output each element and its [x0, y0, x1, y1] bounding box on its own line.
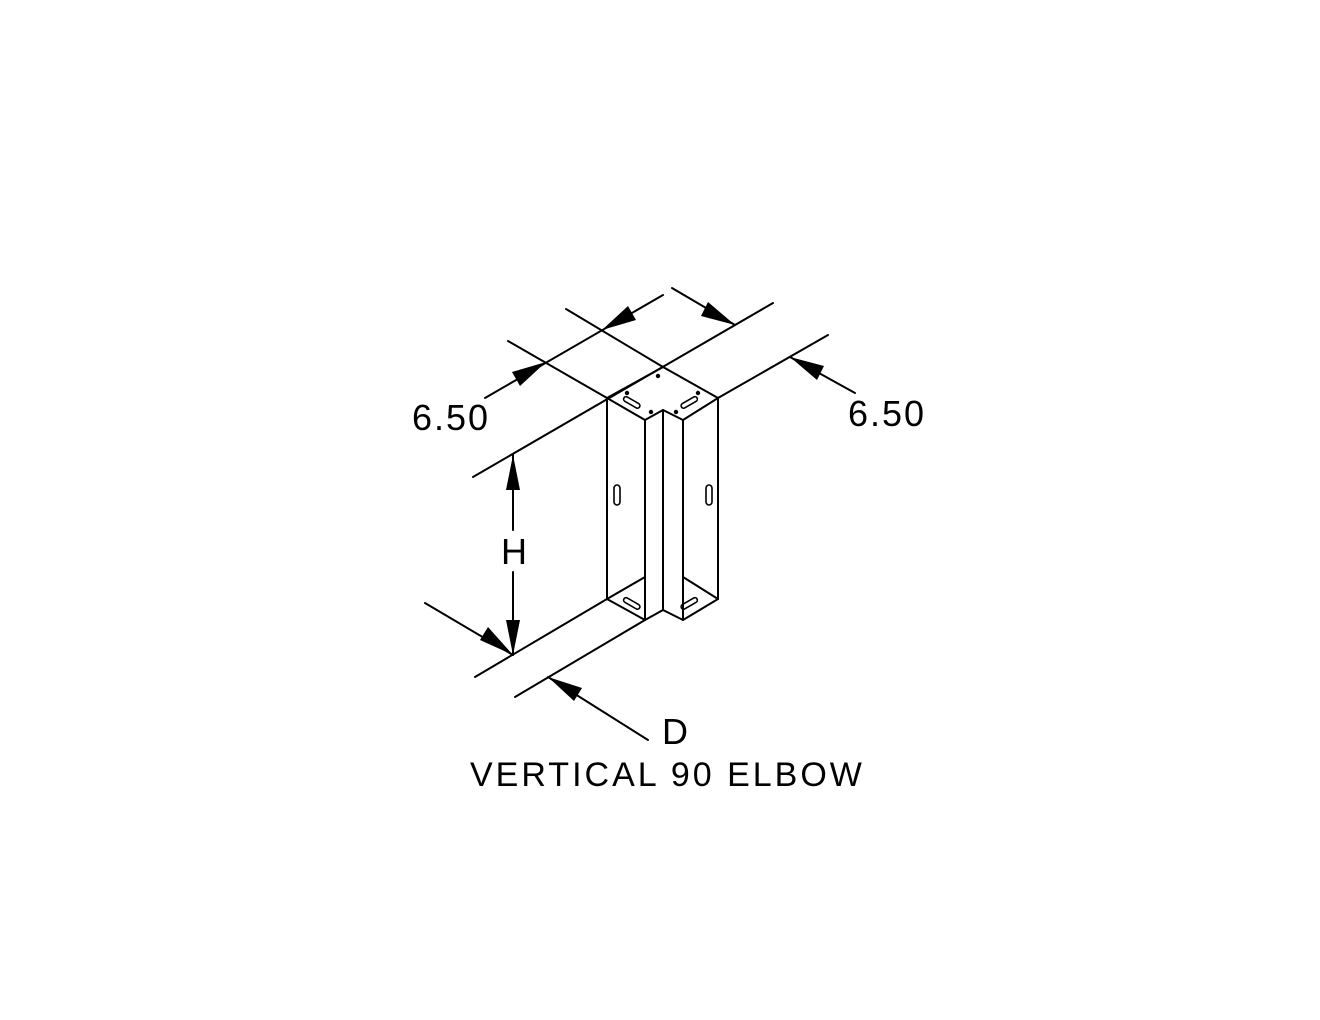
extension-lines	[472, 302, 829, 698]
depth-label: D	[662, 711, 690, 752]
left-width-label: 6.50	[412, 397, 490, 438]
dimension-height	[424, 454, 520, 656]
dimension-left-width	[484, 294, 664, 399]
dimension-depth	[547, 676, 649, 741]
right-width-label: 6.50	[848, 393, 926, 434]
height-label: H	[501, 531, 529, 572]
drawing-title: VERTICAL 90 ELBOW	[470, 756, 865, 794]
elbow-body	[606, 366, 719, 621]
dimension-right-width	[671, 287, 856, 394]
